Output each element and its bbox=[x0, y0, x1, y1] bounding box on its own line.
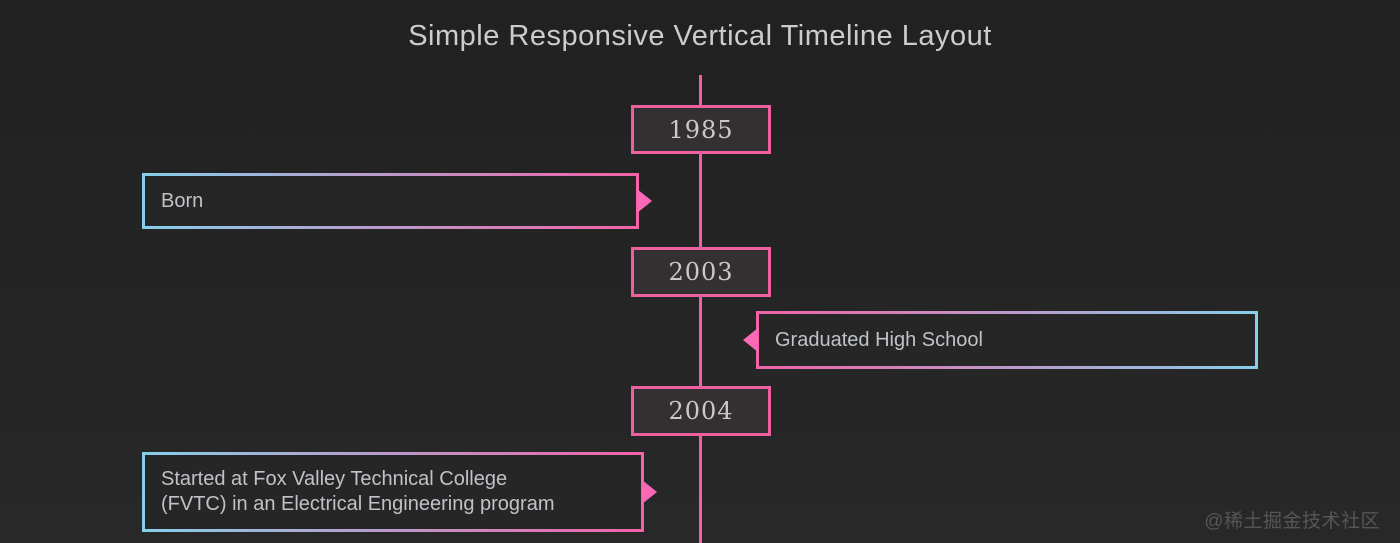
year-badge-1985: 1985 bbox=[631, 105, 771, 154]
page-title: Simple Responsive Vertical Timeline Layo… bbox=[408, 20, 992, 52]
arrow-left-icon bbox=[743, 328, 758, 352]
timeline-spine bbox=[699, 75, 702, 543]
event-label: Graduated High School bbox=[775, 328, 983, 351]
event-label: Started at Fox Valley Technical College … bbox=[161, 468, 555, 515]
event-box-college: Started at Fox Valley Technical College … bbox=[142, 452, 657, 532]
year-badge-2004: 2004 bbox=[631, 386, 771, 436]
year-label: 2004 bbox=[668, 397, 734, 425]
arrow-right-icon bbox=[637, 189, 652, 213]
event-label: Born bbox=[161, 189, 204, 212]
year-label: 2003 bbox=[668, 258, 734, 286]
watermark: @稀土掘金技术社区 bbox=[1204, 511, 1380, 532]
year-badge-2003: 2003 bbox=[631, 247, 771, 297]
event-box-born: Born bbox=[142, 173, 652, 229]
event-box-graduated-high-school: Graduated High School bbox=[743, 311, 1258, 369]
arrow-right-icon bbox=[642, 480, 657, 504]
year-label: 1985 bbox=[668, 115, 734, 144]
